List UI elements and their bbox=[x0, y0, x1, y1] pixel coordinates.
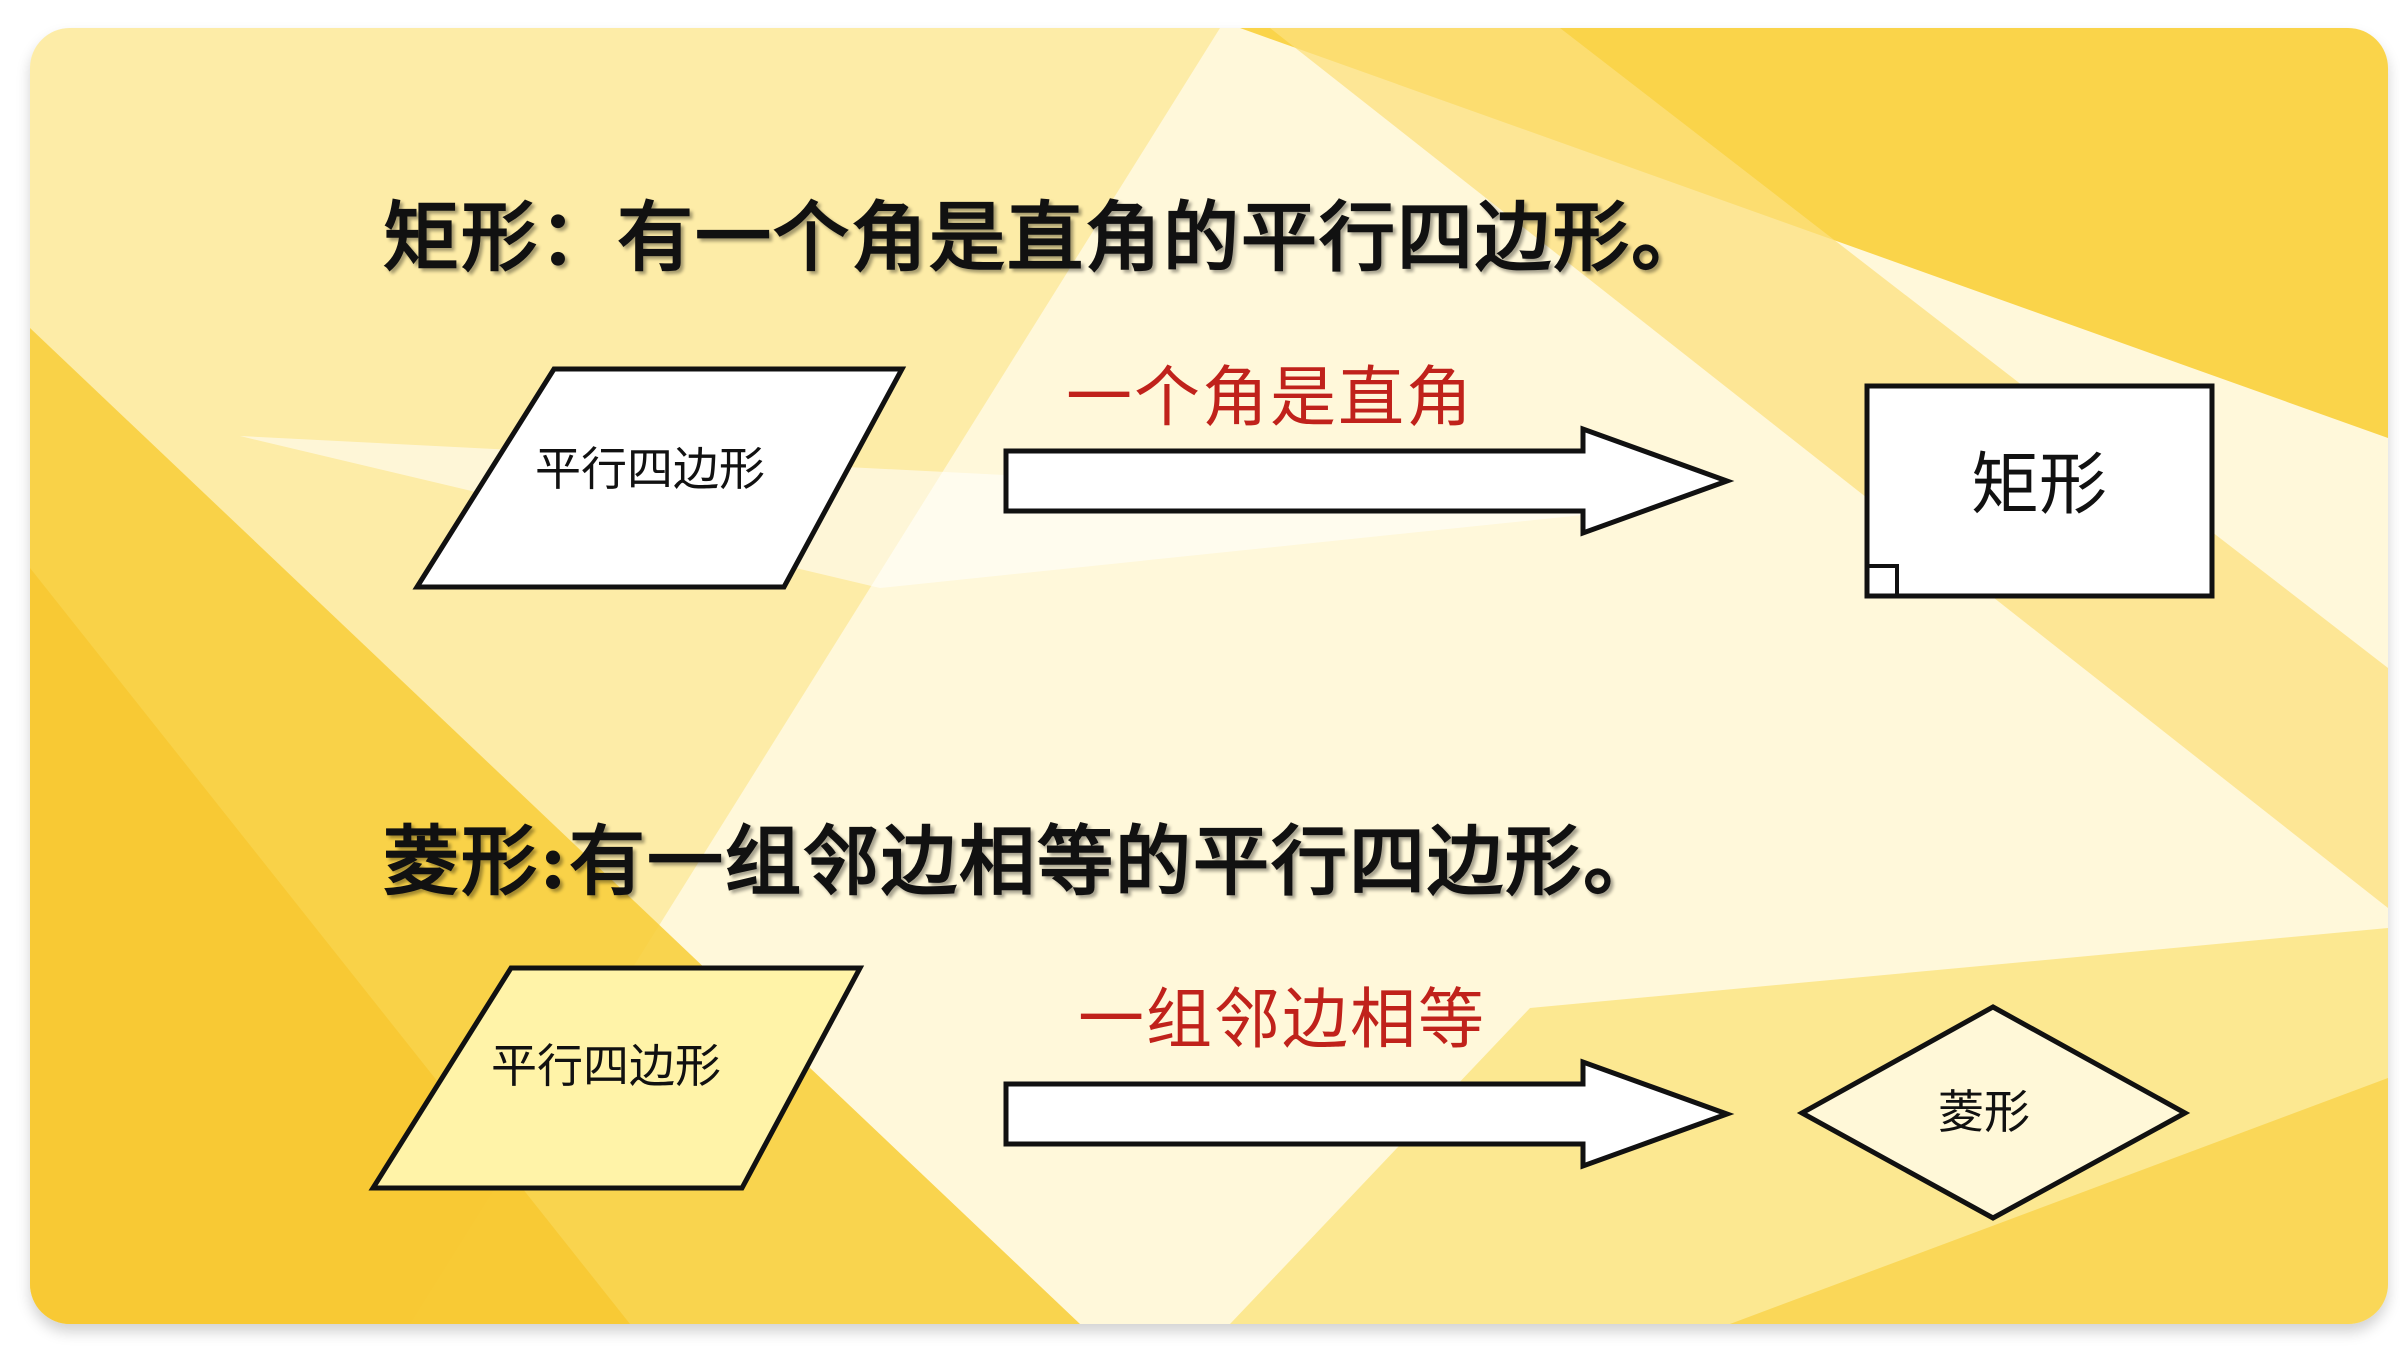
rhombus-condition-label: 一组邻边相等 bbox=[1078, 981, 1486, 1058]
rhombus-definition: 菱形:有一组邻边相等的平行四边形。 bbox=[383, 817, 1662, 906]
slide: 矩形：有一个角是直角的平行四边形。 一个角是直角 菱形:有一组邻边相等的平行四边… bbox=[30, 28, 2388, 1324]
rectangle-definition: 矩形：有一个角是直角的平行四边形。 bbox=[383, 193, 1709, 282]
rectangle-condition-label: 一个角是直角 bbox=[1066, 359, 1474, 436]
